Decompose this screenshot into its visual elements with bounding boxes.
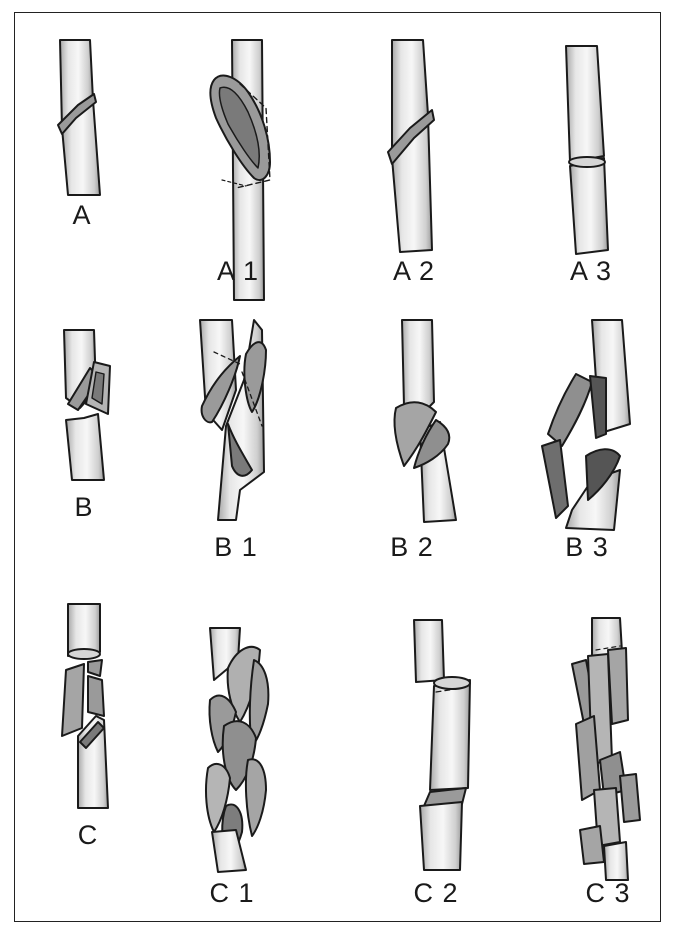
label-b3: B 3 [565,534,609,561]
fracture-c [62,604,108,808]
label-a3: A 3 [570,258,612,285]
label-b: B [74,494,93,521]
label-c: C [78,822,99,849]
fracture-c2 [414,620,470,870]
fracture-c1 [206,628,268,872]
label-c2: C 2 [413,880,458,907]
fracture-b2 [394,320,456,522]
fracture-a [58,40,100,195]
label-c3: C 3 [585,880,630,907]
label-a1: A 1 [217,258,259,285]
fracture-a3 [566,46,608,254]
fracture-b1 [200,320,266,520]
fracture-b [64,330,110,480]
fracture-c3 [572,618,640,880]
label-a: A [72,202,91,229]
label-a2: A 2 [393,258,435,285]
fracture-a2 [388,40,434,252]
fracture-b3 [542,320,630,530]
label-c1: C 1 [209,880,254,907]
label-b2: B 2 [390,534,434,561]
label-b1: B 1 [214,534,258,561]
